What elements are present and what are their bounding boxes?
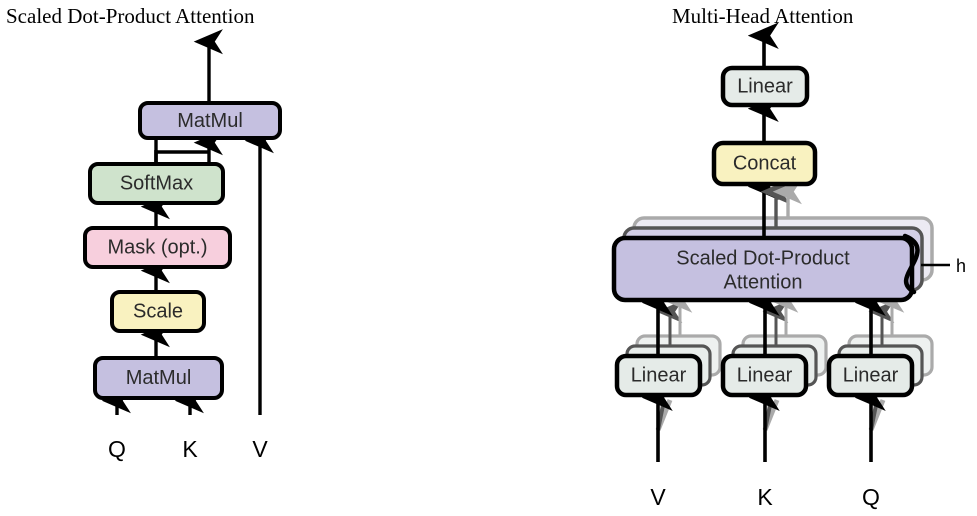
right-box-attention-label-line1: Scaled Dot-Product bbox=[676, 247, 850, 269]
left-box-softmax-label: SoftMax bbox=[120, 172, 193, 194]
right-box-linear-v-label: Linear bbox=[631, 364, 687, 386]
right-input-label-k: K bbox=[757, 484, 773, 510]
ghost-split-arrows bbox=[655, 399, 886, 431]
right-box-concat-label: Concat bbox=[733, 152, 797, 174]
left-box-matmul-top-label: MatMul bbox=[177, 110, 243, 132]
ghost-arrows-linear-to-attention bbox=[656, 290, 905, 346]
right-box-scaled-dot-product-attention[interactable]: Scaled Dot-Product Attention bbox=[611, 235, 915, 303]
head-count-label: h bbox=[956, 256, 966, 276]
left-panel-group: MatMul SoftMax Mask (opt.) Scale MatMul … bbox=[83, 29, 282, 462]
left-panel-title: Scaled Dot-Product Attention bbox=[6, 4, 255, 28]
right-box-linear-k[interactable]: Linear bbox=[720, 353, 809, 398]
right-box-linear-q[interactable]: Linear bbox=[826, 353, 915, 398]
right-input-label-v: V bbox=[650, 484, 666, 510]
right-box-linear-k-label: Linear bbox=[737, 364, 793, 386]
right-box-linear-v[interactable]: Linear bbox=[614, 353, 703, 398]
left-input-label-v: V bbox=[252, 436, 268, 462]
left-box-mask[interactable]: Mask (opt.) bbox=[83, 226, 232, 269]
right-box-attention-label-line2: Attention bbox=[724, 271, 803, 293]
right-box-concat[interactable]: Concat bbox=[711, 140, 818, 187]
head-count-brace bbox=[902, 233, 920, 295]
left-box-mask-label: Mask (opt.) bbox=[107, 236, 207, 258]
left-path-softmax-to-matmul bbox=[154, 150, 209, 164]
left-box-softmax[interactable]: SoftMax bbox=[88, 162, 225, 205]
right-box-linear-q-label: Linear bbox=[843, 364, 899, 386]
left-box-matmul-bottom-label: MatMul bbox=[126, 367, 192, 389]
left-box-matmul-bottom[interactable]: MatMul bbox=[93, 356, 224, 400]
right-box-linear-output[interactable]: Linear bbox=[720, 65, 810, 108]
left-box-scale-label: Scale bbox=[133, 300, 183, 322]
left-box-matmul-top[interactable]: MatMul bbox=[138, 101, 282, 140]
left-box-scale[interactable]: Scale bbox=[110, 290, 206, 333]
left-input-label-k: K bbox=[182, 436, 198, 462]
left-input-label-q: Q bbox=[108, 436, 126, 462]
right-input-label-q: Q bbox=[862, 484, 880, 510]
right-box-linear-output-label: Linear bbox=[737, 75, 793, 97]
right-panel-group: Scaled Dot-Product Attention h Concat Li… bbox=[611, 22, 966, 510]
